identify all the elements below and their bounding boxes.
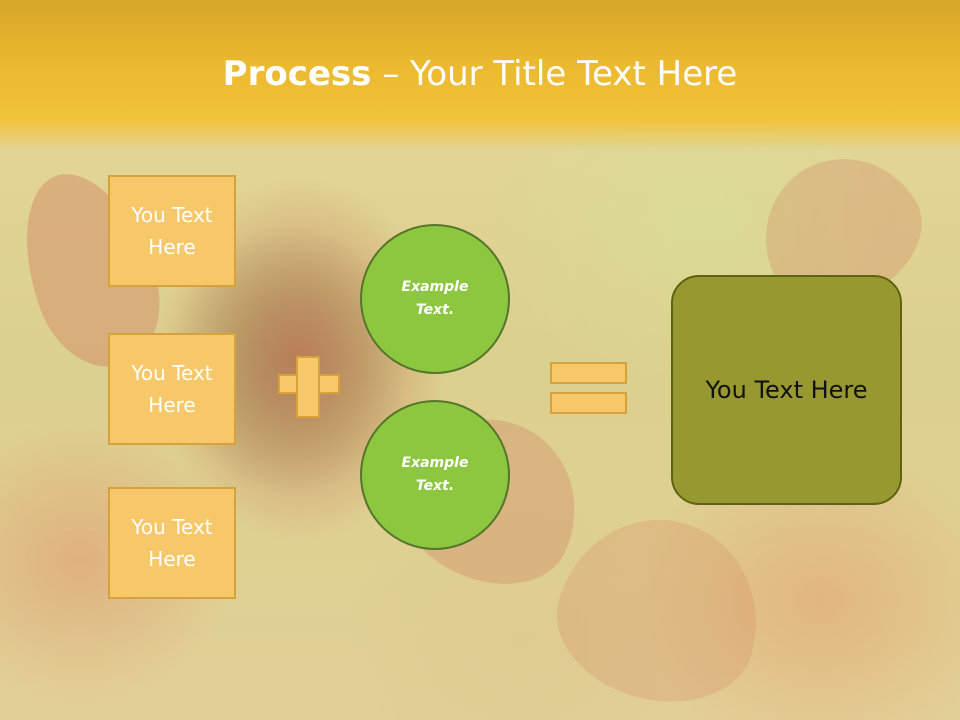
operand-text: Example Text. bbox=[401, 455, 469, 494]
input-box-text: You Text Here bbox=[131, 515, 213, 571]
result-text: You Text Here bbox=[705, 376, 868, 404]
title-rest: Your Title Text Here bbox=[410, 54, 738, 94]
operand-circle-1[interactable]: Example Text. bbox=[360, 224, 510, 374]
input-box-2[interactable]: You Text Here bbox=[108, 333, 236, 445]
input-box-1[interactable]: You Text Here bbox=[108, 175, 236, 287]
slide-title: Process – Your Title Text Here bbox=[0, 52, 960, 96]
title-bold: Process bbox=[222, 54, 372, 94]
operand-circle-2[interactable]: Example Text. bbox=[360, 400, 510, 550]
input-box-text: You Text Here bbox=[131, 361, 213, 417]
result-box[interactable]: You Text Here bbox=[671, 275, 902, 505]
title-band bbox=[0, 0, 960, 150]
background-leaf bbox=[540, 497, 780, 720]
operand-text: Example Text. bbox=[401, 279, 469, 318]
equals-bar-top bbox=[550, 362, 627, 384]
title-separator: – bbox=[371, 54, 411, 94]
input-box-3[interactable]: You Text Here bbox=[108, 487, 236, 599]
input-box-text: You Text Here bbox=[131, 203, 213, 259]
plus-center bbox=[298, 376, 318, 392]
equals-bar-bottom bbox=[550, 392, 627, 414]
